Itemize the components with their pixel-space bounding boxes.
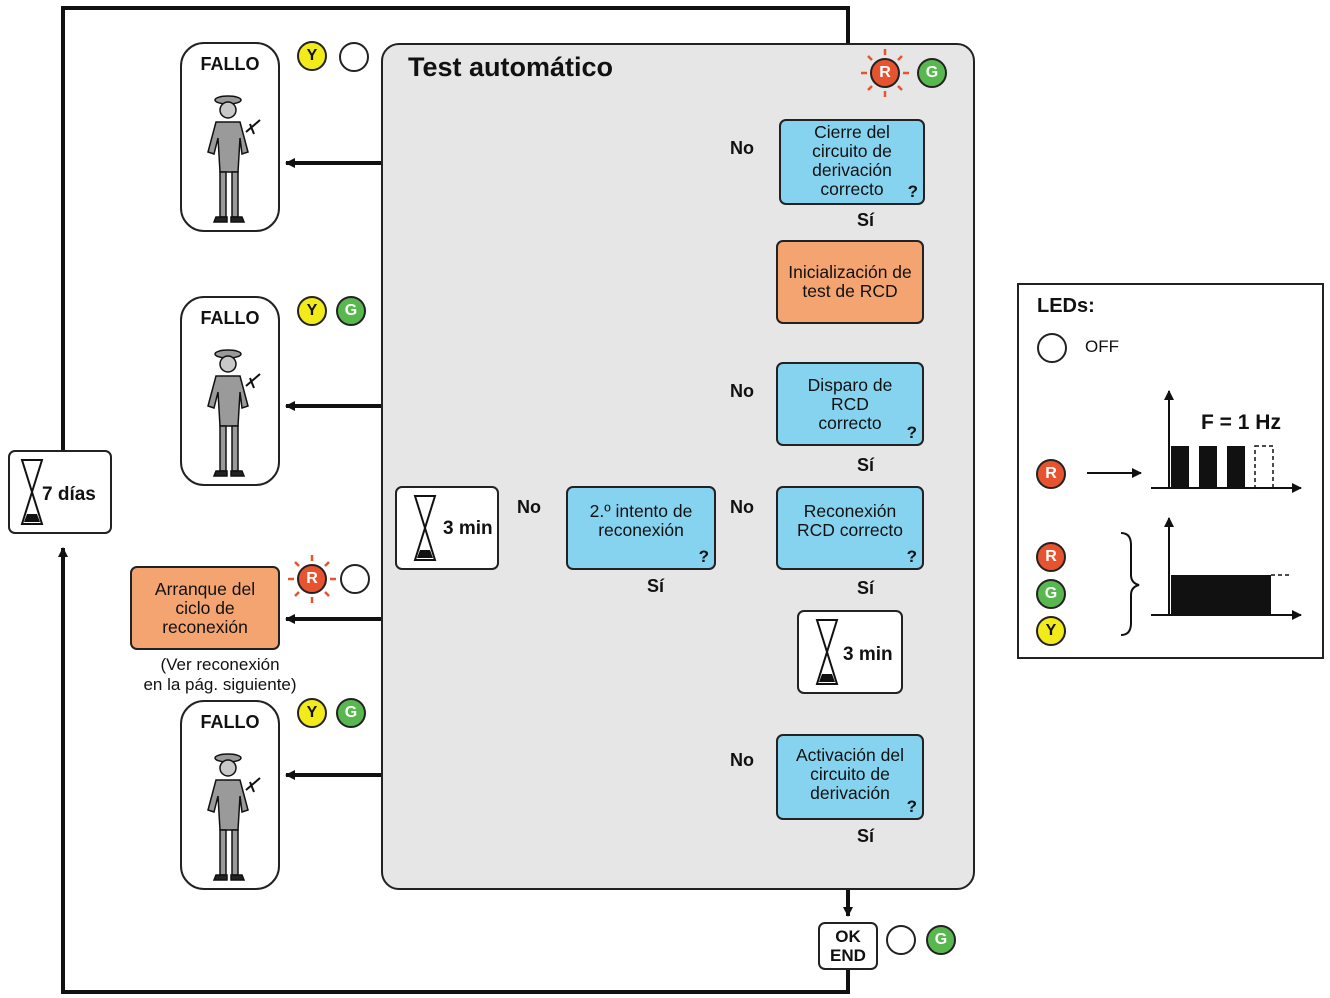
box-segundo-intento-text: 2.º intento de reconexión	[589, 501, 693, 540]
box-disparo-text: Disparo de RCD correcto	[807, 374, 893, 433]
fallo-label: FALLO	[200, 54, 260, 74]
timer-7-dias: 7 días	[8, 450, 112, 534]
box-cierre: Cierre del circuito de derivación correc…	[779, 119, 925, 205]
label-no: No	[517, 497, 541, 517]
technician-icon	[207, 95, 261, 223]
box-activacion: Activación del circuito de derivación ?	[776, 734, 924, 820]
box-reconexion-text: Reconexión RCD correcto	[797, 501, 903, 540]
question-mark: ?	[906, 547, 917, 566]
fallo-label: FALLO	[200, 308, 260, 328]
hourglass-icon	[413, 495, 437, 561]
end-label: END	[830, 946, 866, 965]
led-yellow: Y	[297, 41, 327, 71]
timer-label: 3 min	[443, 518, 493, 539]
note-line-2: en la pág. siguiente)	[143, 675, 297, 694]
box-arranque-text: Arranque del ciclo de reconexión	[154, 578, 256, 637]
technician-icon	[207, 753, 261, 881]
led-yellow: Y	[297, 296, 327, 326]
led-yellow: Y	[297, 698, 327, 728]
fallo-box-1: FALLO	[180, 42, 280, 232]
led-green: G	[926, 925, 956, 955]
label-si: Sí	[857, 578, 875, 598]
led-red-blinking: R	[1036, 459, 1066, 489]
reconexion-note: (Ver reconexión en la pág. siguiente)	[130, 655, 310, 695]
question-mark: ?	[906, 423, 917, 442]
fallo-box-2: FALLO	[180, 296, 280, 486]
fallo-box-3: FALLO	[180, 700, 280, 890]
led-off	[1037, 333, 1067, 363]
label-si: Sí	[647, 576, 665, 596]
note-line-1: (Ver reconexión	[160, 655, 280, 674]
timer-label: 7 días	[42, 484, 96, 505]
box-inicializacion: Inicialización de test de RCD	[776, 240, 924, 324]
box-cierre-text: Cierre del circuito de derivación correc…	[812, 122, 892, 199]
ok-label: OK	[835, 927, 861, 946]
fallo-label: FALLO	[200, 712, 260, 732]
led-yellow: Y	[1036, 616, 1066, 646]
label-si: Sí	[857, 210, 875, 230]
question-mark: ?	[906, 797, 917, 816]
led-off	[886, 925, 916, 955]
label-si: Sí	[857, 455, 875, 475]
label-no: No	[730, 750, 754, 770]
timer-label: 3 min	[843, 644, 893, 665]
box-arranque: Arranque del ciclo de reconexión	[130, 566, 280, 650]
box-activacion-text: Activación del circuito de derivación	[796, 744, 904, 803]
question-mark: ?	[907, 182, 918, 201]
box-disparo: Disparo de RCD correcto ?	[776, 362, 924, 446]
led-green: G	[336, 296, 366, 326]
box-inicializacion-text: Inicialización de test de RCD	[788, 262, 912, 301]
led-off	[340, 564, 370, 594]
legend-off-label: OFF	[1085, 337, 1119, 356]
led-off	[339, 42, 369, 72]
legend-title: LEDs:	[1037, 295, 1095, 317]
ok-end-box: OK END	[818, 922, 878, 970]
led-green: G	[917, 58, 947, 88]
led-red-blinking: R	[297, 564, 327, 594]
hourglass-icon	[20, 459, 44, 525]
legend-graphs	[1087, 390, 1302, 636]
led-red-blinking: R	[870, 58, 900, 88]
box-reconexion: Reconexión RCD correcto ?	[776, 486, 924, 570]
hourglass-icon	[815, 619, 839, 685]
panel-title: Test automático	[408, 52, 614, 82]
timer-3-min-loop: 3 min	[395, 486, 499, 570]
led-green: G	[336, 698, 366, 728]
label-no: No	[730, 381, 754, 401]
led-red: R	[1036, 542, 1066, 572]
question-mark: ?	[698, 547, 709, 566]
timer-3-min-main: 3 min	[797, 610, 903, 694]
legend-frequency: F = 1 Hz	[1201, 411, 1281, 434]
label-no: No	[730, 497, 754, 517]
label-no: No	[730, 138, 754, 158]
box-segundo-intento: 2.º intento de reconexión ?	[566, 486, 716, 570]
label-si: Sí	[857, 826, 875, 846]
led-green: G	[1036, 579, 1066, 609]
led-legend: LEDs: OFF F = 1 Hz R R G Y	[1017, 283, 1324, 659]
technician-icon	[207, 349, 261, 477]
